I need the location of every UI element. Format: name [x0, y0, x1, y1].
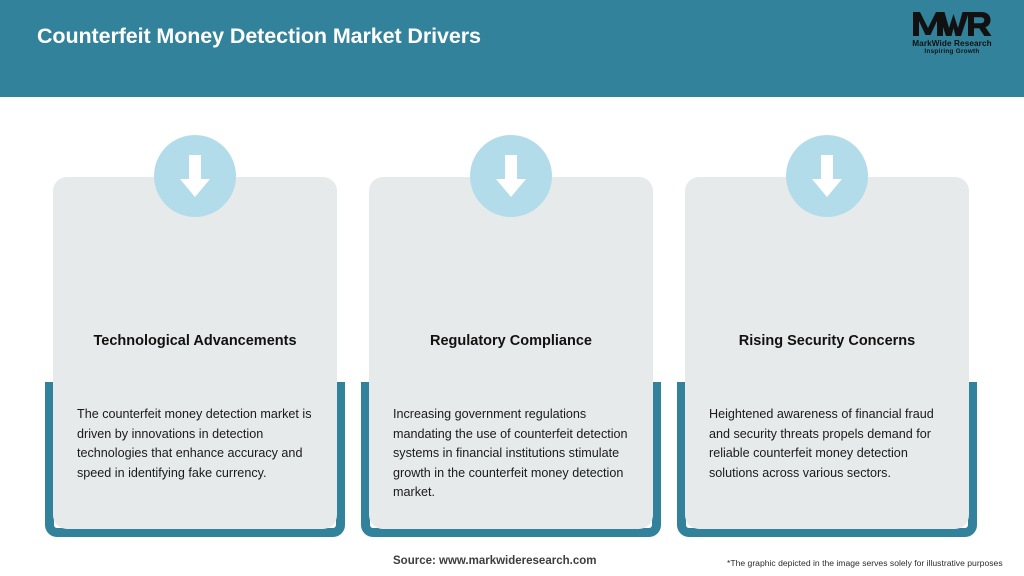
- page-title: Counterfeit Money Detection Market Drive…: [37, 24, 481, 48]
- disclaimer-note: *The graphic depicted in the image serve…: [727, 558, 1003, 568]
- card-title: Regulatory Compliance: [430, 333, 592, 349]
- company-logo: MarkWide Research Inspiring Growth: [898, 8, 1006, 60]
- mwr-logo-icon: [913, 12, 992, 36]
- card-accent-frame: [361, 382, 661, 537]
- logo-tagline: Inspiring Growth: [924, 48, 980, 55]
- card-accent-frame: [677, 382, 977, 537]
- card-panel: Regulatory Compliance Increasing governm…: [369, 177, 653, 529]
- driver-card-3: Rising Security Concerns Heightened awar…: [669, 97, 985, 537]
- card-body-text: Heightened awareness of financial fraud …: [709, 407, 934, 480]
- card-title: Rising Security Concerns: [738, 333, 916, 349]
- arrow-down-icon: [154, 135, 236, 217]
- card-accent-frame: [45, 382, 345, 537]
- card-title: Technological Advancements: [93, 333, 297, 349]
- logo-company-name: MarkWide Research: [912, 39, 992, 48]
- card-body-text: The counterfeit money detection market i…: [77, 407, 312, 480]
- driver-cards-container: Technological Advancements The counterfe…: [0, 97, 1024, 537]
- card-panel: Technological Advancements The counterfe…: [53, 177, 337, 529]
- card-body-text: Increasing government regulations mandat…: [393, 407, 628, 500]
- driver-card-2: Regulatory Compliance Increasing governm…: [353, 97, 669, 537]
- header-bar: Counterfeit Money Detection Market Drive…: [0, 0, 1024, 97]
- driver-card-1: Technological Advancements The counterfe…: [37, 97, 353, 537]
- source-label: Source: www.markwideresearch.com: [393, 555, 597, 567]
- arrow-down-icon: [786, 135, 868, 217]
- card-panel: Rising Security Concerns Heightened awar…: [685, 177, 969, 529]
- arrow-down-icon: [470, 135, 552, 217]
